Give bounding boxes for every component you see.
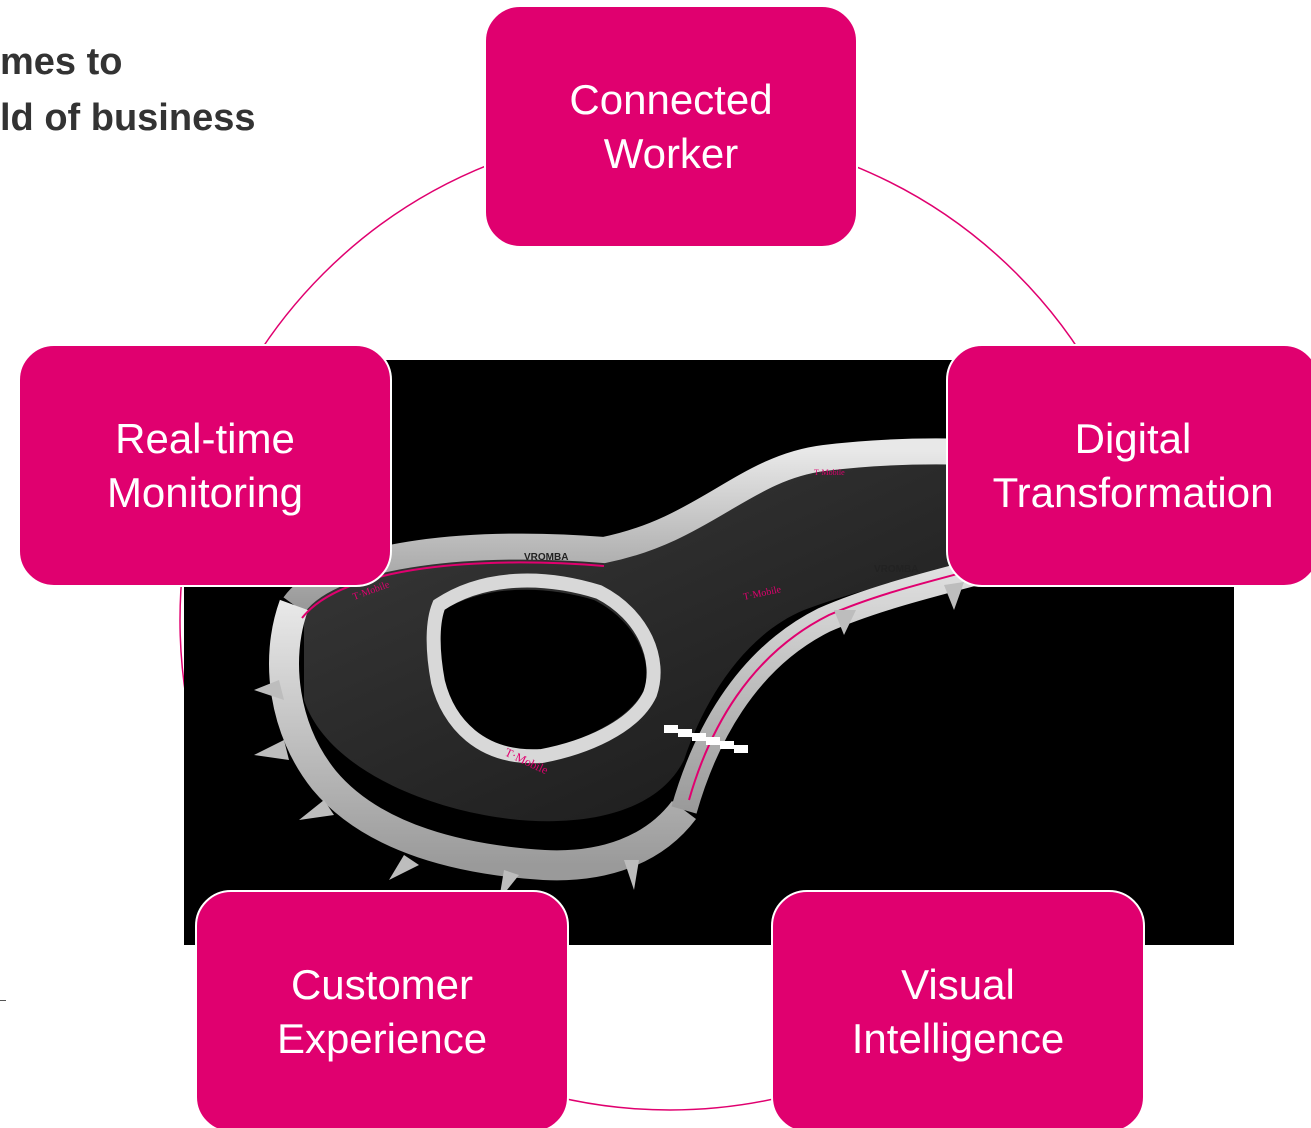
node-label-line-2: Monitoring xyxy=(106,468,304,516)
node-visual-intelligence[interactable]: Visual Intelligence xyxy=(771,890,1145,1128)
node-label-line-2: Intelligence xyxy=(851,1014,1065,1062)
node-digital-transformation[interactable]: Digital Transformation xyxy=(946,344,1311,587)
node-customer-experience[interactable]: Customer Experience xyxy=(195,890,569,1128)
node-label-line-2: Transformation xyxy=(992,468,1274,516)
node-label: Connected Worker xyxy=(569,73,772,181)
divider-fragment xyxy=(0,1000,6,1001)
heading-line-2: ld of business xyxy=(0,97,256,139)
wall-label: VROMBA xyxy=(524,552,568,563)
node-connected-worker[interactable]: Connected Worker xyxy=(484,5,858,248)
node-label: Digital Transformation xyxy=(993,412,1274,520)
node-label: Customer Experience xyxy=(277,958,487,1066)
node-label: Real-time Monitoring xyxy=(107,412,303,520)
node-label-line-2: Worker xyxy=(603,129,739,177)
wall-label: VROMBA xyxy=(874,564,918,575)
node-label-line-1: Digital xyxy=(1074,414,1192,462)
node-real-time-monitoring[interactable]: Real-time Monitoring xyxy=(18,344,392,587)
race-track-image: T·Mobile VROMBA T·Mobile VROMBA T·Mobile… xyxy=(184,360,1234,945)
node-label-line-1: Real-time xyxy=(115,414,295,462)
node-label-line-1: Connected xyxy=(569,75,773,123)
node-label-line-1: Customer xyxy=(290,960,474,1008)
node-label: Visual Intelligence xyxy=(852,958,1064,1066)
heading-line-1: mes to xyxy=(0,41,123,83)
node-label-line-2: Experience xyxy=(276,1014,488,1062)
node-label-line-1: Visual xyxy=(901,960,1015,1008)
wall-label: T·Mobile xyxy=(814,468,845,477)
